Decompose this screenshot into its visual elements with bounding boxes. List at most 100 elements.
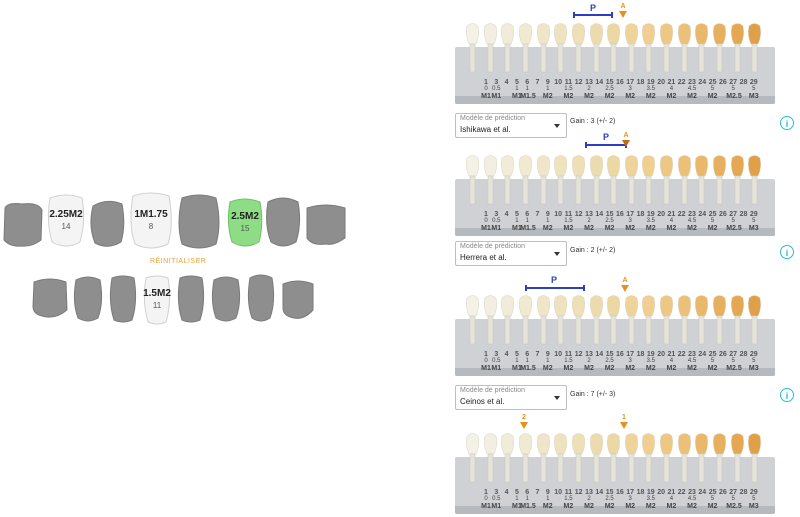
- upper-tooth-4[interactable]: 1M1.75 8: [128, 190, 174, 252]
- shade-tab[interactable]: [659, 432, 674, 484]
- shade-tab[interactable]: [553, 154, 568, 206]
- info-icon[interactable]: i: [780, 388, 794, 402]
- shade-tab[interactable]: [483, 432, 498, 484]
- shade-tab[interactable]: [677, 294, 692, 346]
- shade-tab[interactable]: [465, 22, 480, 74]
- shade-number: 27: [729, 211, 738, 218]
- shade-tab[interactable]: [589, 432, 604, 484]
- shade-tab[interactable]: [571, 22, 586, 74]
- info-icon[interactable]: i: [780, 116, 794, 130]
- shade-tab[interactable]: [677, 432, 692, 484]
- shade-tab[interactable]: [483, 294, 498, 346]
- prediction-model-select[interactable]: Modèle de prédiction Herrera et al.: [455, 241, 567, 266]
- shade-tab[interactable]: [659, 22, 674, 74]
- shade-tab-icon: [748, 433, 762, 483]
- shade-tab[interactable]: [677, 154, 692, 206]
- shade-tab[interactable]: [624, 22, 639, 74]
- shade-tab[interactable]: [641, 22, 656, 74]
- shade-tab[interactable]: [712, 294, 727, 346]
- shade-tab[interactable]: [659, 294, 674, 346]
- upper-tooth-7[interactable]: [264, 194, 302, 250]
- upper-tooth-3[interactable]: [88, 198, 126, 250]
- shade-tab[interactable]: [465, 154, 480, 206]
- lower-tooth-6[interactable]: [210, 274, 242, 324]
- lower-tooth-4[interactable]: 1.5M2 11: [142, 274, 172, 326]
- shade-tab[interactable]: [465, 294, 480, 346]
- shade-tab[interactable]: [553, 22, 568, 74]
- shade-tab[interactable]: [518, 154, 533, 206]
- upper-tooth-2[interactable]: 2.25M2 14: [46, 192, 86, 250]
- lower-tooth-3[interactable]: [108, 274, 138, 324]
- lower-tooth-2[interactable]: [72, 274, 104, 324]
- shade-tab[interactable]: [483, 154, 498, 206]
- shade-tab[interactable]: [747, 294, 762, 346]
- shade-tab[interactable]: [518, 22, 533, 74]
- shade-tab[interactable]: [589, 22, 604, 74]
- shade-tab[interactable]: [500, 432, 515, 484]
- shade-tab[interactable]: [641, 294, 656, 346]
- shade-tab[interactable]: [606, 22, 621, 74]
- upper-tooth-1[interactable]: [2, 200, 44, 248]
- shade-tab[interactable]: [730, 154, 745, 206]
- shade-tab[interactable]: [536, 154, 551, 206]
- upper-tooth-5[interactable]: [176, 192, 222, 252]
- shade-tab[interactable]: [641, 154, 656, 206]
- shade-hue: M2: [707, 225, 718, 232]
- shade-number: 7: [535, 351, 540, 358]
- shade-tab[interactable]: [571, 154, 586, 206]
- shade-value: 5: [752, 358, 756, 364]
- shade-tab[interactable]: [500, 294, 515, 346]
- shade-tab[interactable]: [571, 294, 586, 346]
- shade-tab[interactable]: [730, 294, 745, 346]
- lower-tooth-7[interactable]: [246, 272, 276, 324]
- shade-tab[interactable]: [730, 22, 745, 74]
- shade-value: 4.5: [687, 218, 697, 224]
- shade-tab[interactable]: [712, 154, 727, 206]
- shade-tab[interactable]: [694, 154, 709, 206]
- shade-tab[interactable]: [518, 432, 533, 484]
- shade-tab[interactable]: [500, 22, 515, 74]
- shade-tab[interactable]: [624, 154, 639, 206]
- upper-tooth-8[interactable]: [304, 200, 348, 246]
- shade-tab[interactable]: [694, 22, 709, 74]
- shade-tab[interactable]: [465, 432, 480, 484]
- shade-tab[interactable]: [606, 432, 621, 484]
- shade-tab[interactable]: [536, 294, 551, 346]
- shade-tab[interactable]: [712, 22, 727, 74]
- shade-tab[interactable]: [694, 294, 709, 346]
- shade-number: 7: [535, 79, 540, 86]
- shade-tab[interactable]: [553, 432, 568, 484]
- shade-tab[interactable]: [624, 432, 639, 484]
- shade-tab[interactable]: [483, 22, 498, 74]
- lower-tooth-1[interactable]: [30, 276, 70, 320]
- shade-tab[interactable]: [571, 432, 586, 484]
- upper-tooth-6[interactable]: 2.5M2 15: [226, 196, 264, 250]
- shade-tab[interactable]: [659, 154, 674, 206]
- shade-tab[interactable]: [606, 294, 621, 346]
- shade-tab[interactable]: [553, 294, 568, 346]
- shade-tab[interactable]: [500, 154, 515, 206]
- reset-button[interactable]: RÉINITIALISER: [150, 258, 207, 265]
- shade-number: 21: [667, 211, 676, 218]
- shade-number: 15: [605, 211, 614, 218]
- lower-tooth-5[interactable]: [176, 274, 206, 324]
- shade-tab[interactable]: [641, 432, 656, 484]
- shade-tab[interactable]: [589, 154, 604, 206]
- shade-tab[interactable]: [536, 22, 551, 74]
- shade-tab[interactable]: [694, 432, 709, 484]
- lower-tooth-8[interactable]: [280, 278, 316, 320]
- shade-tab[interactable]: [712, 432, 727, 484]
- shade-tab[interactable]: [747, 154, 762, 206]
- shade-tab[interactable]: [589, 294, 604, 346]
- shade-tab[interactable]: [747, 22, 762, 74]
- info-icon[interactable]: i: [780, 245, 794, 259]
- shade-tab[interactable]: [624, 294, 639, 346]
- shade-tab[interactable]: [606, 154, 621, 206]
- shade-tab[interactable]: [747, 432, 762, 484]
- shade-tab[interactable]: [677, 22, 692, 74]
- prediction-model-select[interactable]: Modèle de prédiction Ishikawa et al.: [455, 113, 567, 138]
- shade-tab[interactable]: [518, 294, 533, 346]
- shade-tab[interactable]: [536, 432, 551, 484]
- prediction-model-select[interactable]: Modèle de prédiction Ceinos et al.: [455, 385, 567, 410]
- shade-tab[interactable]: [730, 432, 745, 484]
